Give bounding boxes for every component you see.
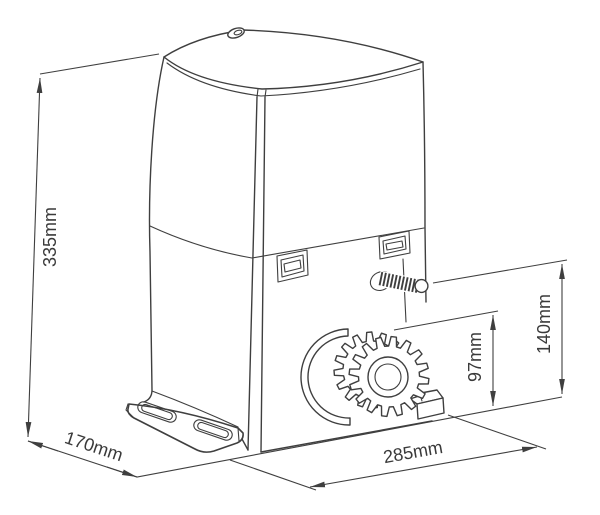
corner-chamfer-left: [247, 96, 258, 451]
extension-line-right: [447, 414, 547, 450]
corner-chamfer-right: [260, 96, 266, 453]
motor-housing: [143, 27, 433, 453]
extension-line: [39, 53, 160, 75]
dimension-label-release-height: 140mm: [534, 294, 554, 354]
dimension-label-height: 335mm: [40, 207, 60, 267]
dimension-release-height: 140mm: [432, 259, 568, 394]
floor-reference-line: [27, 396, 563, 478]
arrow-left: [27, 440, 59, 452]
extension-line: [393, 310, 499, 331]
extension-line: [432, 259, 568, 284]
spring-coil: [378, 271, 421, 294]
cover-seam-left-face: [149, 225, 253, 259]
dimension-width: 285mm: [229, 414, 547, 491]
dimension-line: [25, 77, 43, 438]
extension-line-left: [229, 459, 317, 491]
pinion-gear-assembly: [300, 328, 430, 426]
dimension-annotations: 335mm 170mm 285mm 97mm 140mm: [25, 53, 568, 491]
housing-right-edge: [422, 61, 427, 303]
arrow-right: [106, 466, 138, 478]
base-plate-back-lip: [151, 390, 239, 428]
release-slot-left: [276, 249, 309, 283]
dimension-line: [309, 446, 538, 488]
top-cover-corner-bevel: [256, 88, 267, 98]
gear-bore: [374, 363, 402, 391]
body-bottom-edge: [260, 420, 433, 453]
base-plate-left-cap: [125, 403, 134, 418]
spring-cap: [414, 278, 429, 294]
dimension-label-pinion-height: 97mm: [465, 332, 485, 382]
release-spring: [369, 270, 429, 295]
housing-left-edge: [143, 56, 165, 403]
release-slot-right: [378, 230, 411, 260]
dimension-label-width: 285mm: [382, 437, 445, 467]
top-cover-bevel: [166, 62, 421, 97]
gear-shroud-bracket: [300, 328, 351, 426]
base-slot-right: [193, 419, 233, 441]
antenna-grommet-hole: [233, 29, 243, 36]
base-slot-left: [137, 401, 177, 423]
top-cover-surface: [163, 29, 424, 90]
dimension-depth: 170mm: [27, 427, 138, 478]
top-cover: [163, 27, 424, 98]
base-plate-right-edge: [237, 427, 240, 442]
gate-opener-drawing: [125, 27, 445, 453]
dimension-pinion-height: 97mm: [393, 310, 499, 406]
dimension-height: 335mm: [25, 53, 160, 438]
body-bottom-left: [241, 438, 249, 451]
mounting-base-plate: [125, 390, 244, 453]
dimension-label-depth: 170mm: [62, 427, 125, 465]
